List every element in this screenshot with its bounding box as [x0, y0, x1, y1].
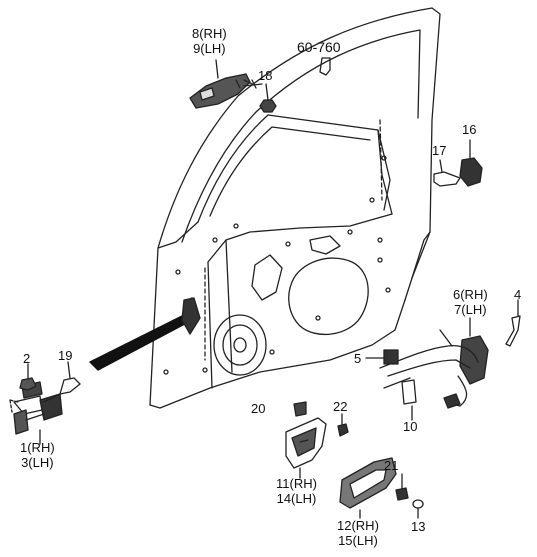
part-6-7-latch: [379, 317, 489, 409]
callout-8-9-line1: 8(RH): [192, 26, 227, 41]
callout-20: 20: [251, 401, 265, 416]
callout-11-14: 11(RH) 14(LH): [276, 476, 317, 506]
callout-4-text: 4: [514, 287, 522, 302]
callout-21: 21: [384, 458, 398, 473]
callout-17-text: 17: [432, 143, 447, 158]
part-19-bolt: [43, 361, 81, 403]
part-10-pad: [401, 379, 417, 421]
callout-6-7-line1: 6(RH): [453, 287, 488, 302]
callout-8-9-line2: 9(LH): [193, 41, 226, 56]
part-13-cap: [412, 499, 424, 519]
part-4-bolt: [505, 299, 521, 347]
callout-22-text: 22: [333, 399, 348, 414]
hinge-mount: [181, 297, 201, 335]
callout-6-7: 6(RH) 7(LH): [453, 287, 488, 317]
part-16-striker: [459, 139, 483, 187]
ref-code-label: 60-760: [297, 39, 341, 55]
callout-11-14-line1: 11(RH): [276, 476, 317, 491]
part-11-14-inside-handle: [285, 417, 327, 479]
callout-13: 13: [411, 519, 425, 534]
part-21-screw: [395, 473, 409, 501]
callout-13-text: 13: [411, 519, 426, 534]
part-2-bolt: [19, 363, 37, 391]
part-18-nut: [259, 83, 277, 113]
part-5-clip: [365, 349, 399, 365]
callout-8-9: 8(RH) 9(LH): [192, 26, 227, 56]
callout-4: 4: [514, 287, 521, 302]
callout-22: 22: [333, 399, 347, 414]
callout-5-text: 5: [354, 351, 362, 366]
callout-11-14-line2: 14(LH): [276, 491, 317, 506]
callout-10-text: 10: [403, 419, 418, 434]
door-panel: [149, 7, 441, 409]
callout-19: 19: [58, 348, 72, 363]
callout-12-15: 12(RH) 15(LH): [337, 518, 379, 548]
part-22-screw: [337, 413, 349, 437]
callout-16: 16: [462, 122, 476, 137]
hinge-leader-wedge: [89, 311, 197, 371]
part-60-760: [319, 57, 331, 76]
callout-5: 5: [354, 351, 361, 366]
callout-16-text: 16: [462, 122, 477, 137]
callout-10: 10: [403, 419, 417, 434]
part-20-screw: [293, 401, 307, 417]
callout-18: 18: [258, 68, 272, 83]
callout-12-15-line1: 12(RH): [337, 518, 379, 533]
callout-2-text: 2: [23, 351, 31, 366]
part-12-15-bezel: [339, 457, 397, 519]
outside-handle: [189, 59, 263, 109]
callout-18-text: 18: [258, 68, 273, 83]
part-17-bolt: [433, 159, 461, 187]
callout-1-3-line1: 1(RH): [20, 440, 55, 455]
callout-20-text: 20: [251, 401, 266, 416]
callout-21-text: 21: [384, 458, 399, 473]
callout-1-3: 1(RH) 3(LH): [20, 440, 55, 470]
callout-19-text: 19: [58, 348, 73, 363]
callout-2: 2: [23, 351, 30, 366]
callout-17: 17: [432, 143, 446, 158]
callout-12-15-line2: 15(LH): [338, 533, 378, 548]
callout-1-3-line2: 3(LH): [21, 455, 54, 470]
part-1-3-hinge: [9, 381, 63, 445]
callout-6-7-line2: 7(LH): [454, 302, 487, 317]
